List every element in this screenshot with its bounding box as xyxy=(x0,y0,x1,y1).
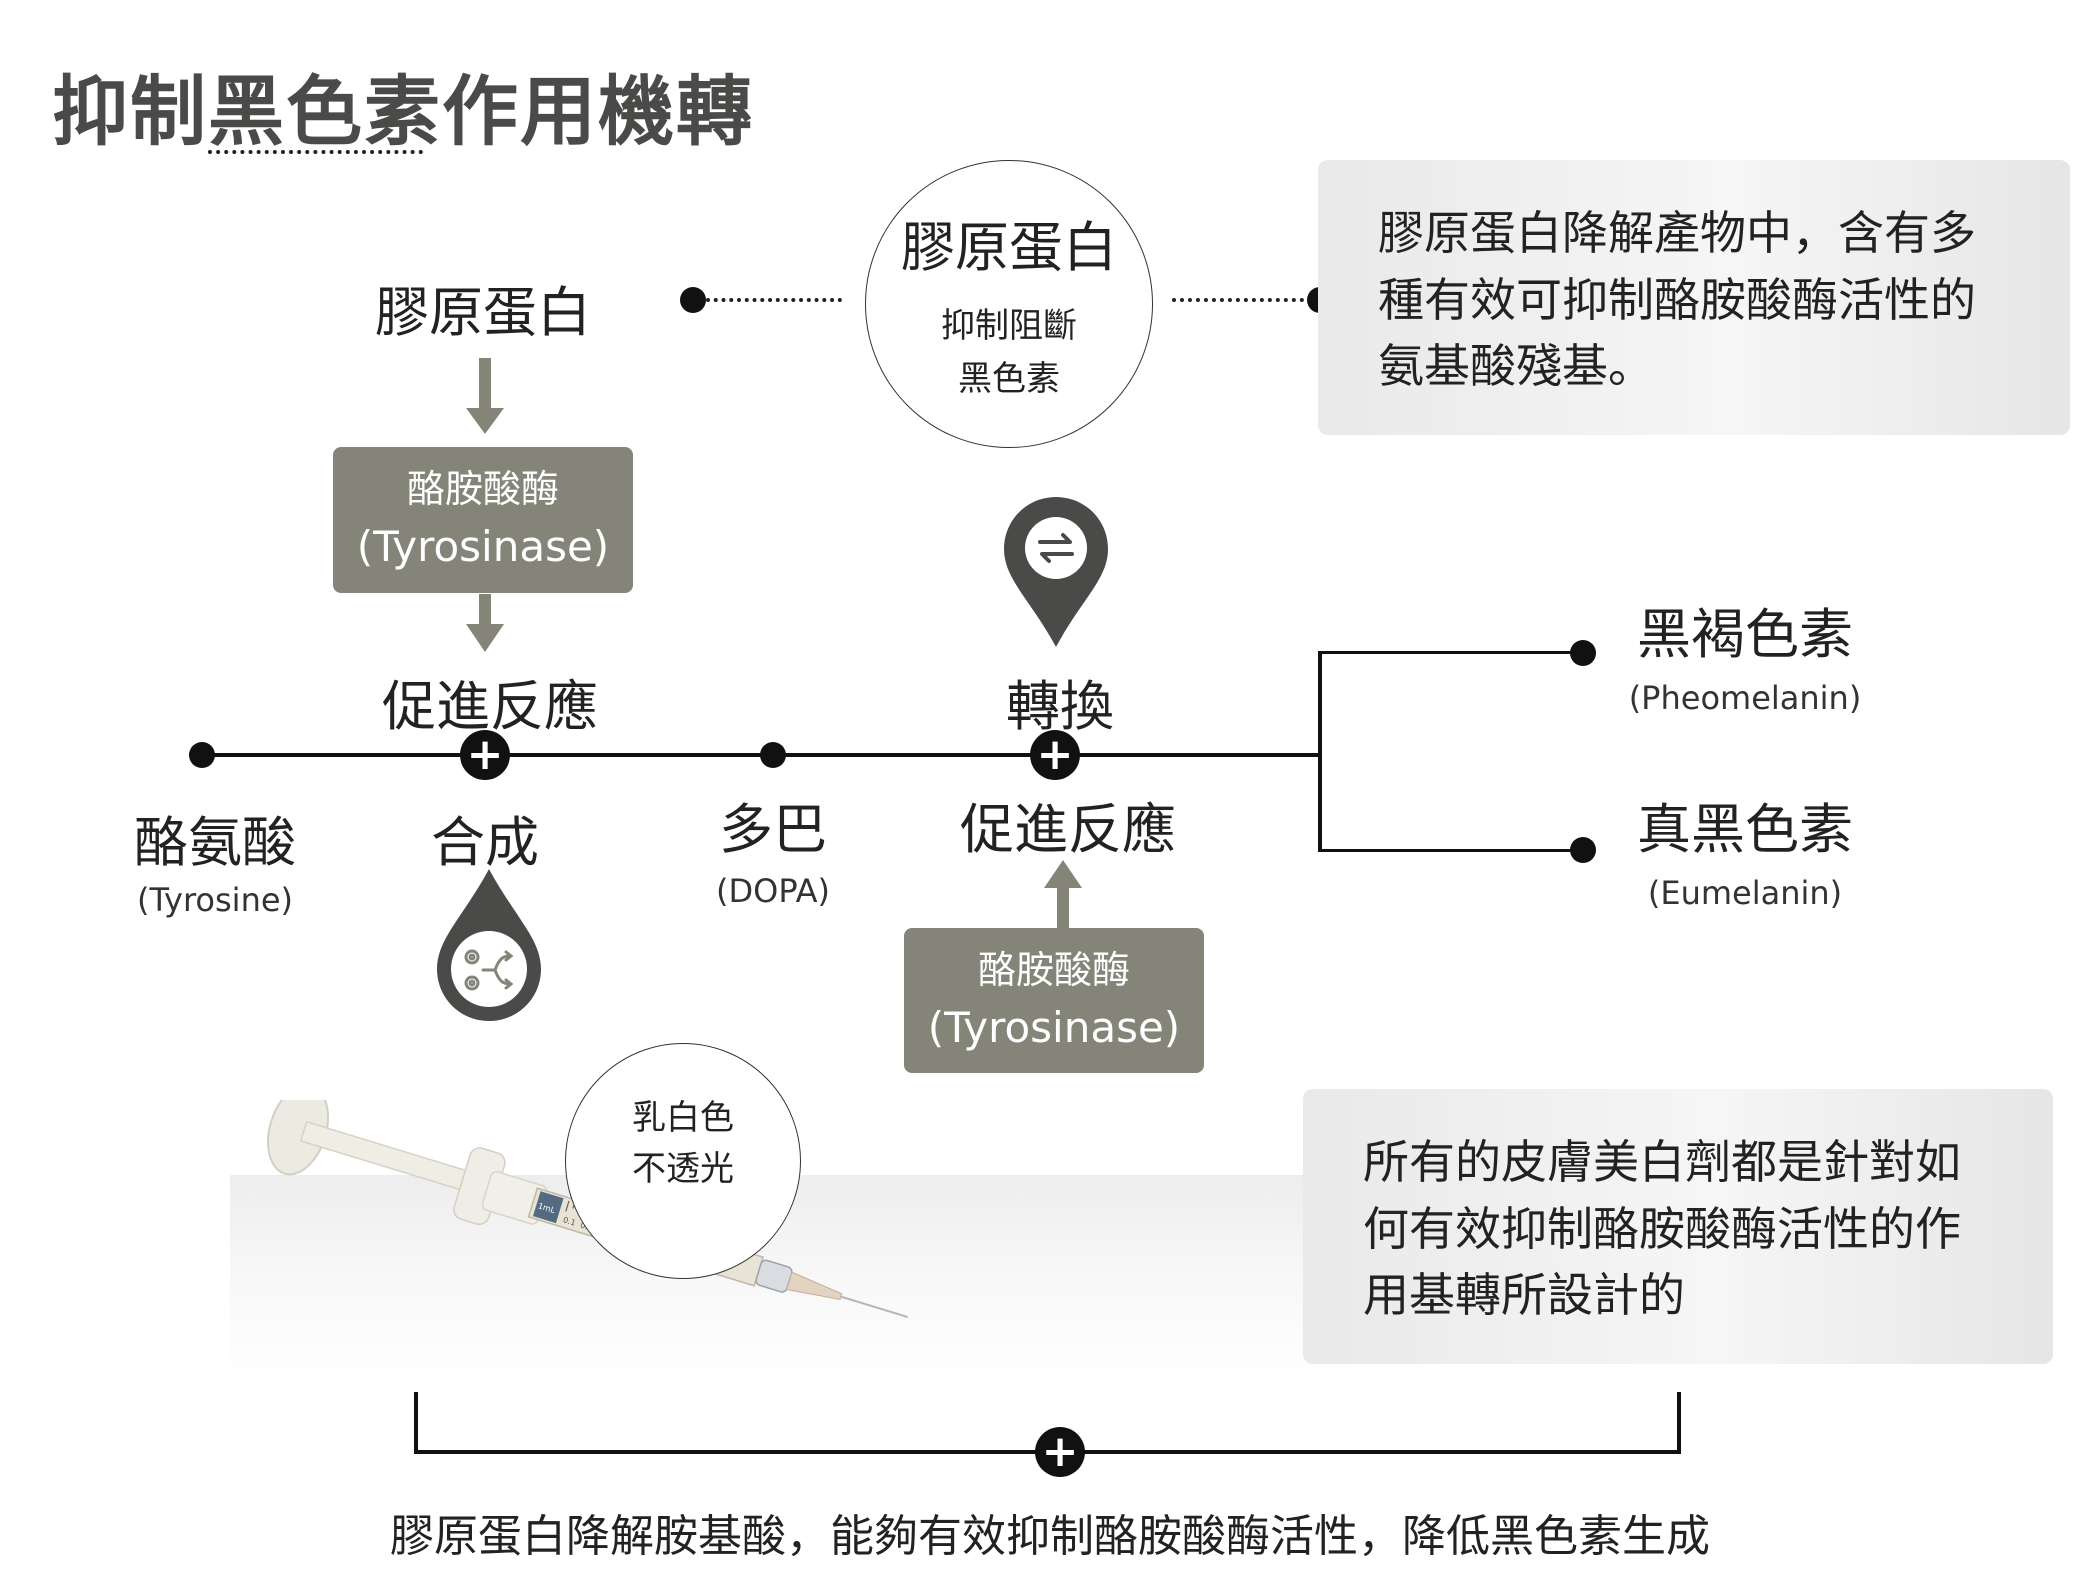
tyrosine-en: (Tyrosine) xyxy=(136,881,294,919)
eumelanin-en: (Eumelanin) xyxy=(1647,874,1843,912)
reaction-right-label: 促進反應 xyxy=(960,798,1176,861)
opacity-circle-line1: 乳白色 xyxy=(632,1098,734,1138)
pheomelanin-en: (Pheomelanin) xyxy=(1628,679,1862,717)
tyrosine-node: 酪氨酸 (Tyrosine) xyxy=(134,798,296,919)
pheomelanin-zh: 黑褐色素 xyxy=(1637,603,1853,666)
branch-vertical xyxy=(1318,651,1322,852)
bracket-left xyxy=(414,1392,418,1454)
synthesis-plus-icon: + xyxy=(460,730,510,780)
enzyme-top-en: (Tyrosinase) xyxy=(356,522,610,572)
down-arrow-middle xyxy=(466,594,504,652)
summary-text: 膠原蛋白降解胺基酸，能夠有效抑制酪胺酸酶活性，降低黑色素生成 xyxy=(390,1511,1710,1562)
connector-dot-left xyxy=(680,287,706,313)
pheomelanin-dot xyxy=(1570,640,1596,666)
collagen-circle-line1: 抑制阻斷 xyxy=(941,305,1077,346)
opacity-circle: 乳白色 不透光 xyxy=(565,1043,801,1279)
eumelanin-node: 真黑色素 (Eumelanin) xyxy=(1637,785,1853,912)
down-arrow-top xyxy=(466,358,504,434)
synthesis-label: 合成 xyxy=(431,811,539,874)
pheomelanin-node: 黑褐色素 (Pheomelanin) xyxy=(1629,590,1862,717)
collagen-circle: 膠原蛋白 抑制阻斷 黑色素 xyxy=(865,160,1153,448)
opacity-circle-line2: 不透光 xyxy=(632,1149,734,1189)
convert-label: 轉換 xyxy=(1006,675,1114,738)
note-box-top: 膠原蛋白降解產物中，含有多種有效可抑制酪胺酸酶活性的氨基酸殘基。 xyxy=(1318,160,2070,435)
tyrosine-dot xyxy=(189,742,215,768)
swap-marker xyxy=(1004,497,1108,647)
syringe-scale-label: 0.1 xyxy=(562,1215,577,1227)
collagen-label: 膠原蛋白 xyxy=(375,281,591,344)
branch-top xyxy=(1318,651,1583,654)
dopa-dot xyxy=(760,742,786,768)
eumelanin-dot xyxy=(1570,837,1596,863)
syringe-backdrop xyxy=(230,1175,1420,1385)
dopa-node: 多巴 (DOPA) xyxy=(716,785,830,910)
gear-network-icon xyxy=(464,949,514,991)
note-top-text: 膠原蛋白降解產物中，含有多種有效可抑制酪胺酸酶活性的氨基酸殘基。 xyxy=(1378,206,1976,394)
dotted-connector-left xyxy=(706,298,842,302)
eumelanin-zh: 真黑色素 xyxy=(1637,798,1853,861)
branch-bottom xyxy=(1318,849,1583,852)
up-arrow-bottom xyxy=(1044,860,1082,930)
collagen-circle-title: 膠原蛋白 xyxy=(901,215,1117,279)
collagen-circle-line2: 黑色素 xyxy=(958,358,1060,399)
gear-drop-marker xyxy=(437,869,541,1021)
enzyme-box-bottom: 酪胺酸酶 (Tyrosinase) xyxy=(904,928,1204,1073)
tyrosine-zh: 酪氨酸 xyxy=(134,811,296,874)
enzyme-top-zh: 酪胺酸酶 xyxy=(406,467,559,511)
dopa-zh: 多巴 xyxy=(719,798,827,861)
title-underline xyxy=(208,150,423,154)
note-box-bottom: 所有的皮膚美白劑都是針對如何有效抑制酪胺酸酶活性的作用基轉所設計的 xyxy=(1303,1089,2053,1364)
summary-plus-icon: + xyxy=(1035,1427,1085,1477)
dopa-en: (DOPA) xyxy=(716,872,830,910)
enzyme-bottom-zh: 酪胺酸酶 xyxy=(977,947,1130,992)
page-title: 抑制黑色素作用機轉 xyxy=(52,67,754,156)
convert-plus-icon: + xyxy=(1030,730,1080,780)
dotted-connector-right xyxy=(1172,298,1312,302)
enzyme-bottom-en: (Tyrosinase) xyxy=(927,1002,1181,1052)
swap-arrows-icon xyxy=(1038,533,1074,563)
reaction-left-label: 促進反應 xyxy=(382,675,598,738)
note-bottom-text: 所有的皮膚美白劑都是針對如何有效抑制酪胺酸酶活性的作用基轉所設計的 xyxy=(1363,1135,1961,1323)
enzyme-box-top: 酪胺酸酶 (Tyrosinase) xyxy=(333,447,633,593)
bracket-right xyxy=(1677,1392,1681,1454)
